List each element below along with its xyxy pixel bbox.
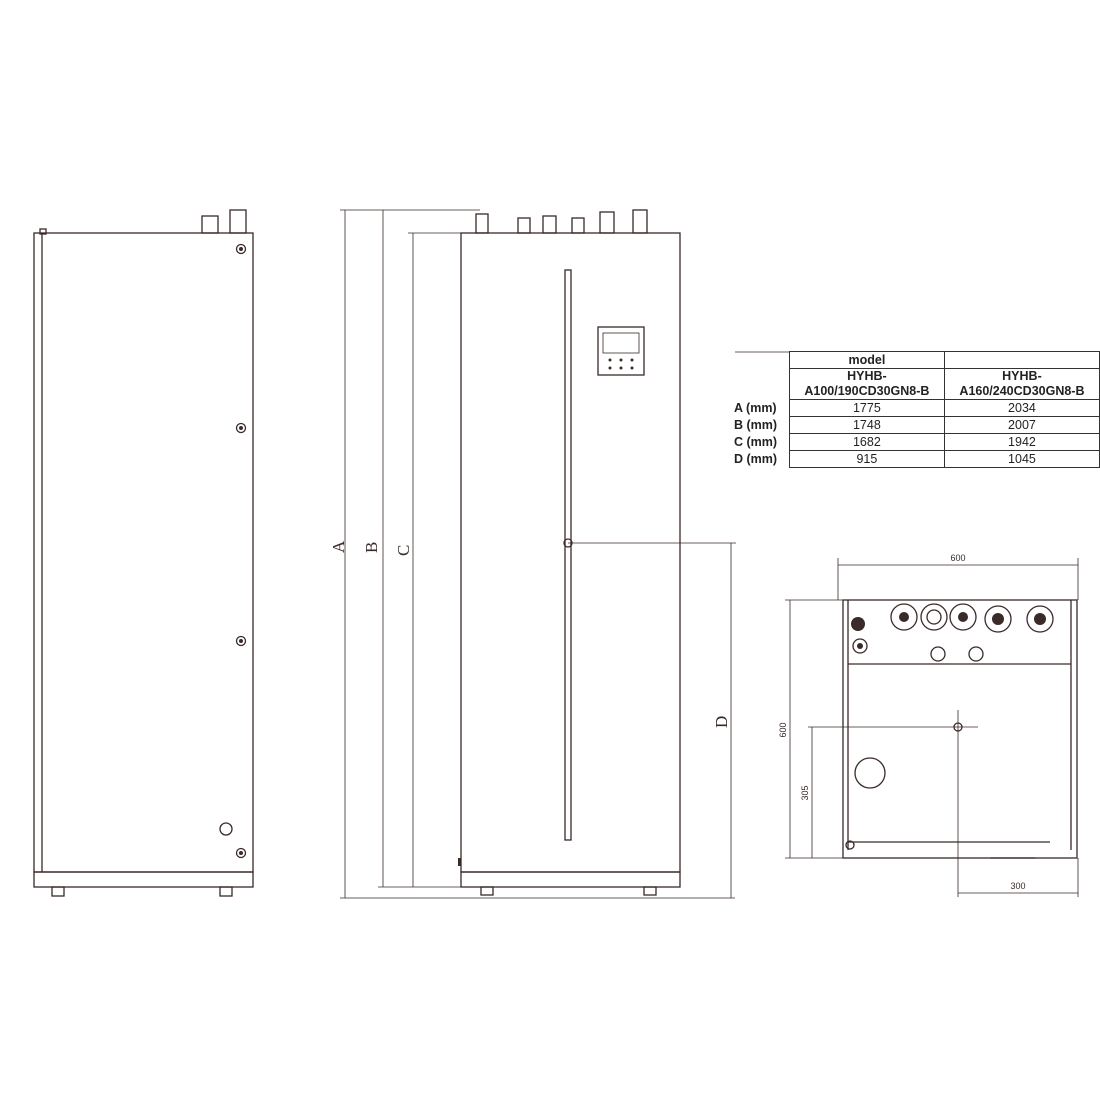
model-name-2: HYHB-A160/240CD30GN8-B — [943, 368, 1100, 400]
model-name-1: HYHB-A100/190CD30GN8-B — [788, 368, 945, 400]
center-y-label: 305 — [800, 785, 810, 800]
depth-label: 600 — [778, 722, 788, 737]
center-x-label: 300 — [1010, 881, 1025, 891]
screw-icon — [235, 243, 247, 255]
dim-d-label: D — [712, 716, 731, 728]
dimension-lines — [340, 209, 736, 899]
dim-c-label: C — [394, 545, 413, 556]
controller-panel — [597, 326, 645, 376]
side-view — [33, 209, 254, 897]
model-header: model — [788, 351, 945, 369]
front-view — [458, 209, 681, 896]
dimensions-table: model HYHB-A100/190CD30GN8-B HYHB-A160/2… — [734, 351, 1100, 468]
width-label: 600 — [950, 553, 965, 563]
top-view — [785, 558, 1079, 897]
dim-b-label: B — [362, 542, 381, 553]
dim-a-label: A — [329, 540, 348, 553]
